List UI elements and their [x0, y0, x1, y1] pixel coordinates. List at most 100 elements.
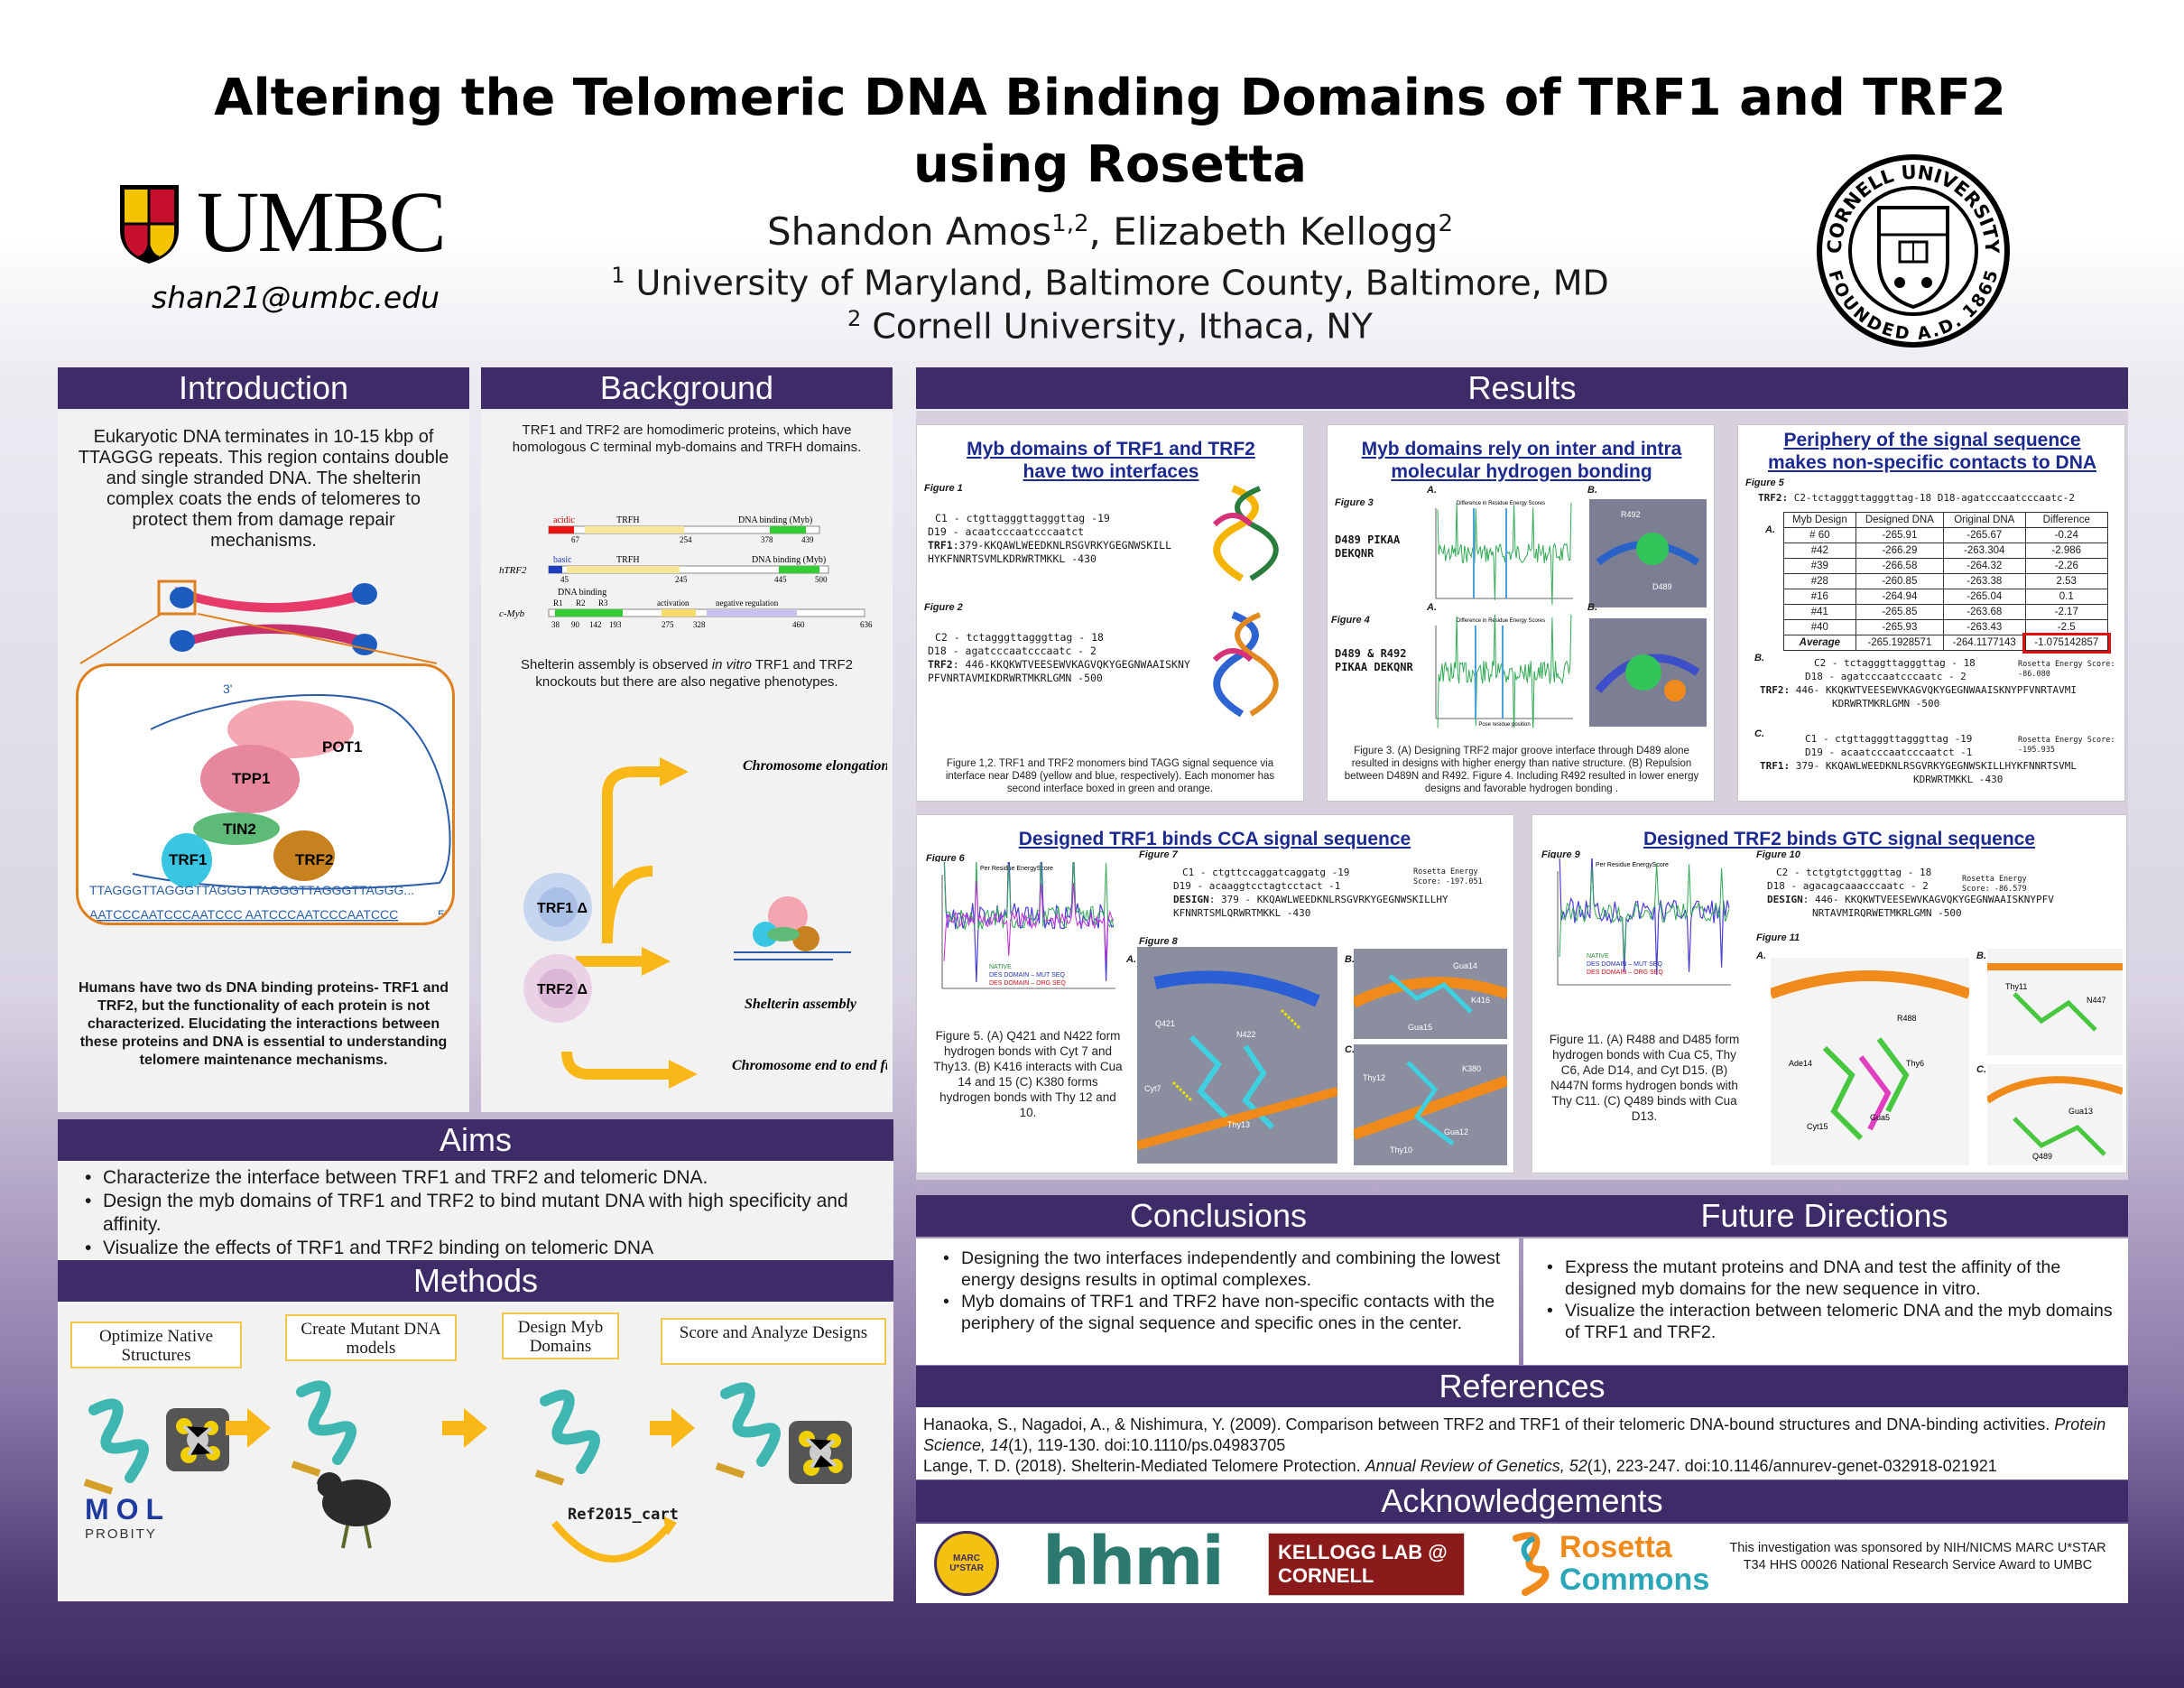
fig9-legend-org: DES DOMAIN – ORG SEQ: [1587, 969, 1663, 976]
fig10-design-seq: : 446- KKQKWTVEESEWVKAGVQKYGEGNWAAISKNYP…: [1802, 894, 2054, 905]
fig5-b-trf2b: KDRWRTMKRLGMN -500: [1832, 698, 1940, 710]
future-1: Express the mutant proteins and DNA and …: [1541, 1257, 2115, 1300]
table-cell: -265.04: [1943, 589, 2026, 605]
seq-3prime: 3': [223, 682, 232, 696]
step-4: Score and Analyze Designs: [661, 1318, 886, 1365]
fig4-text: D489 & R492 PIKAA DEKQNR: [1335, 647, 1413, 673]
row3-n8: 636: [860, 620, 873, 629]
fig7-design-b: KFNNRTSMLQRWRTMKKL -430: [1173, 907, 1311, 919]
bg-p1: TRF1 and TRF2 are homodimeric proteins, …: [512, 422, 862, 455]
table-row: #41-265.85-263.68-2.17: [1783, 604, 2108, 620]
reference-2: Lange, T. D. (2018). Shelterin-Mediated …: [923, 1456, 2121, 1477]
table-cell: -263.43: [1943, 619, 2026, 635]
aff1-sup: 1: [611, 263, 625, 288]
acknowledgements-text: This investigation was sponsored by NIH/…: [1729, 1541, 2106, 1572]
title-line-1: Altering the Telomeric DNA Binding Domai…: [214, 69, 2006, 127]
results-card-5-title: Designed TRF2 binds GTC signal sequence: [1643, 829, 2036, 849]
fig11-a: A.: [1756, 951, 1766, 961]
fig10-d18: D18 - agacagcaaacccaatc - 2: [1767, 880, 1929, 892]
row3-n5: 275: [662, 620, 674, 629]
molprobity-icon: [166, 1408, 229, 1471]
molprobity-text: MOL: [85, 1493, 171, 1526]
marc-badge-text: MARC U*STAR: [949, 1554, 984, 1573]
fig5-b-seq: C2 - tctagggttagggttag - 18 D18 - agatcc…: [1760, 656, 2121, 710]
row1-n1: 67: [571, 535, 580, 544]
fig4-a: A.: [1427, 602, 1437, 613]
table-cell: -265.85: [1855, 604, 1945, 620]
chimera-icon: [789, 1421, 852, 1484]
fig6-label: Figure 6: [926, 853, 965, 864]
fig7-energy: Rosetta Energy Score: -197.051: [1413, 867, 1483, 886]
results-card-2-title: Myb domains rely on inter and intra mole…: [1361, 439, 1682, 482]
fig7-design-label: DESIGN: [1173, 894, 1209, 905]
fig9-plot-title: Per Residue EnergyScore: [1596, 862, 1669, 868]
fig5-table-header-cell: Designed DNA: [1855, 512, 1945, 528]
table-cell: -263.304: [1943, 543, 2026, 559]
fig2-trf2b: PFVNRTAVMIKDRWRTMKRLGMN -500: [928, 672, 1103, 684]
row3-n1: 38: [551, 620, 560, 629]
row2-n1: 45: [560, 575, 569, 584]
row3-n2: 90: [571, 620, 580, 629]
step-1: Optimize Native Structures: [70, 1322, 242, 1368]
fig4-structure-icon: [1595, 654, 1700, 701]
affiliation-2: 2 Cornell University, Ithaca, NY: [505, 298, 1715, 348]
fig8-res-k380: K380: [1462, 1064, 1481, 1073]
fig2-trf2-seq: : 446-KKQKWTVEESEWVKAGVQKYGEGNWAAISKNY: [952, 658, 1190, 671]
fig11-a-structure-icon: R488 Ade14 Cyt15 Thy6 Gua5: [1768, 970, 1972, 1141]
results-card-2: Myb domains rely on inter and intra mole…: [1327, 424, 1715, 802]
fig8-b-struct: Gua14 K416 Gua15: [1351, 949, 1509, 1039]
fig5-b-c2-seq: C2 - tctagggttagggttag - 18: [1814, 657, 1976, 669]
results-card-5: Designed TRF2 binds GTC signal sequence …: [1532, 814, 2127, 1173]
fig3-plot-title: Difference in Residue Energy Scores: [1457, 501, 1545, 506]
fig5-b-trf2: TRF2: 446- KKQKWTVEESEWVKAGVQKYGEGNWAAIS…: [1760, 683, 2121, 697]
row1-n3: 378: [761, 535, 773, 544]
row1-myb: DNA binding (Myb): [738, 515, 812, 525]
bg-p2-a: Shelterin assembly is observed: [521, 657, 712, 672]
fig11-res-n447: N447: [2087, 996, 2106, 1005]
results-header: Results: [916, 367, 2128, 409]
umbc-shield-icon: [120, 185, 179, 264]
fig8-res-gua15: Gua15: [1408, 1023, 1432, 1032]
fig8-res-thy12: Thy12: [1363, 1073, 1385, 1082]
fig5-c-c1: C1 - ctgttagggttagggttag -19: [1760, 732, 2121, 746]
fig9-legend-native: NATIVE: [1587, 953, 1609, 960]
introduction-header: Introduction: [58, 367, 469, 409]
fig1-trf1-line: TRF1:379-KKQAWLWEEDKNLRSGVRKYGEGNWSKILL: [928, 539, 1171, 552]
fig5-label: Figure 5: [1745, 478, 1784, 488]
fig1-trf1-label: TRF1: [928, 539, 953, 552]
fig2-seq: C2 - tctagggttagggttag - 18 D18 - agatcc…: [928, 631, 1198, 685]
results-card-1: Myb domains of TRF1 and TRF2 have two in…: [916, 424, 1304, 802]
author-2-sup: 2: [1438, 210, 1454, 237]
hhmi-logo: hhmi: [1042, 1523, 1225, 1600]
results-card-4-caption: Figure 5. (A) Q421 and N422 form hydroge…: [933, 1029, 1123, 1119]
bg-p2-b: TRF1 and TRF2 knockouts but there are al…: [535, 657, 853, 690]
table-cell: Average: [1783, 635, 1856, 651]
introduction-panel: Eukaryotic DNA terminates in 10-15 kbp o…: [58, 411, 469, 1112]
fig10-c2: C2 - tctgtgtctgggttag - 18: [1776, 867, 1932, 878]
fig3-b: B.: [1587, 485, 1597, 496]
fig5-c-seq: C1 - ctgttagggttagggttag -19 D19 - acaat…: [1760, 732, 2121, 786]
results-card-4-title: Designed TRF1 binds CCA signal sequence: [1018, 829, 1411, 849]
fig8-res-gua14: Gua14: [1453, 961, 1477, 970]
molprobity-text-2: PROBITY: [85, 1526, 157, 1542]
future-panel: Express the mutant proteins and DNA and …: [1523, 1238, 2128, 1365]
fig3-label: Figure 3: [1335, 497, 1374, 508]
intro-p2: Humans have two ds DNA binding proteins-…: [78, 980, 449, 1068]
fig8-c: C.: [1345, 1044, 1355, 1055]
table-cell: 2.53: [2024, 573, 2108, 589]
table-cell: #40: [1783, 619, 1856, 635]
table-cell: -265.1928571: [1855, 635, 1945, 651]
row2-label: hTRF2: [499, 565, 527, 576]
fig8-a-struct: Q421 N422 Cyt7 Thy13: [1135, 947, 1339, 1164]
fig4-plot-title: Difference in Residue Energy Scores: [1457, 618, 1545, 624]
fig11-res-gua5: Gua5: [1870, 1113, 1890, 1122]
fig5-c-d19: D19 - acaatcccaatcccaatct -1: [1760, 746, 2121, 759]
fig8-res-q421: Q421: [1155, 1019, 1175, 1028]
table-cell: -2.26: [2024, 558, 2108, 574]
seq-bottom: AATCCCAATCCCAATCCC AATCCCAATCCCAATCCC: [89, 907, 398, 922]
row2-basic: basic: [553, 555, 572, 565]
fig5-c: C.: [1754, 728, 1764, 739]
row3-r2: R2: [576, 598, 586, 607]
fig8-c-struct: Thy12 Thy10 K380 Gua12: [1352, 1044, 1509, 1165]
